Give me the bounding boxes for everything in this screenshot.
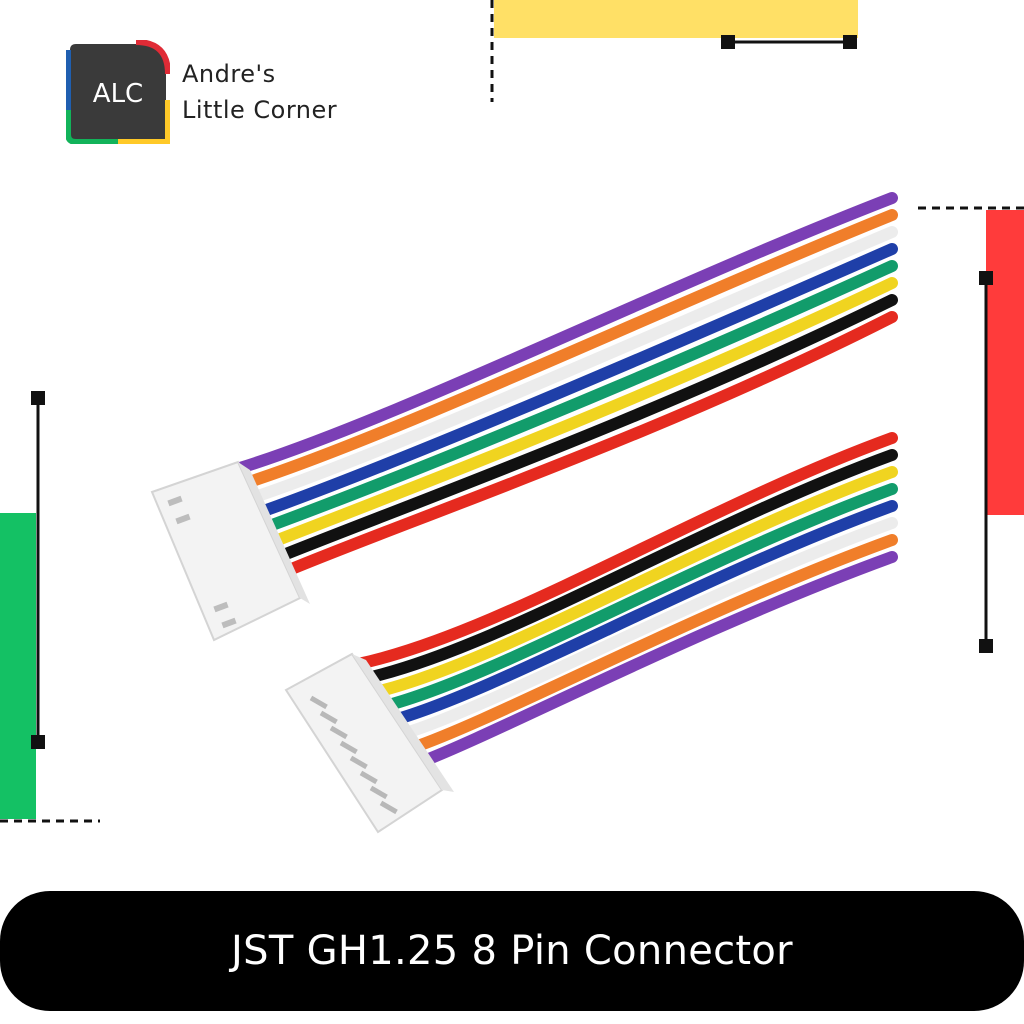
lower-wire [388,500,898,726]
connector-pin [379,800,398,815]
upper-wire [246,226,898,504]
left-measure-node-top [31,391,45,405]
lower-connector-housing [284,652,454,834]
left-accent-bar [0,513,36,819]
upper-wire [252,243,898,519]
product-photo [150,192,898,834]
left-measure-node-bottom [31,735,45,749]
lower-wire [406,534,898,754]
right-measure-node-top [979,271,993,285]
connector-pin [319,710,338,725]
upper-wire [234,192,898,474]
product-title: JST GH1.25 8 Pin Connector [231,928,793,974]
right-accent-bar [986,210,1024,515]
upper-connector-housing [150,460,310,642]
logo-name-line1: Andre's [182,60,276,88]
top-accent-bar [494,0,858,38]
top-measure-node-left [721,35,735,49]
lower-wire [379,483,898,712]
upper-wire [270,294,898,564]
alc-badge-icon: ALC [66,40,170,144]
right-measure-node-bottom [979,639,993,653]
connector-pin [339,740,358,755]
lower-wire [415,551,898,768]
left-decoration [0,391,100,823]
upper-wire [258,260,898,534]
lower-wire-bundle [352,432,898,768]
right-decoration [918,206,1024,653]
connector-pin [369,785,388,800]
lower-wire [352,432,898,670]
top-decoration [490,0,858,102]
top-measure-node-right [843,35,857,49]
upper-wire [276,311,898,579]
connector-pin [359,770,378,785]
brand-logo: ALC Andre's Little Corner [66,40,396,150]
connector-pin [329,725,348,740]
upper-wire [264,277,898,549]
lower-wire [361,449,898,684]
connector-pin [349,755,368,770]
logo-name-line2: Little Corner [182,96,338,124]
upper-wire-bundle [234,192,898,579]
lower-wire [397,517,898,740]
caption-bar: JST GH1.25 8 Pin Connector [0,891,1024,1011]
connector-pin [309,695,328,710]
connector-pins [309,695,398,815]
logo-monogram: ALC [93,79,143,109]
lower-wire [370,466,898,698]
upper-wire [240,209,898,489]
